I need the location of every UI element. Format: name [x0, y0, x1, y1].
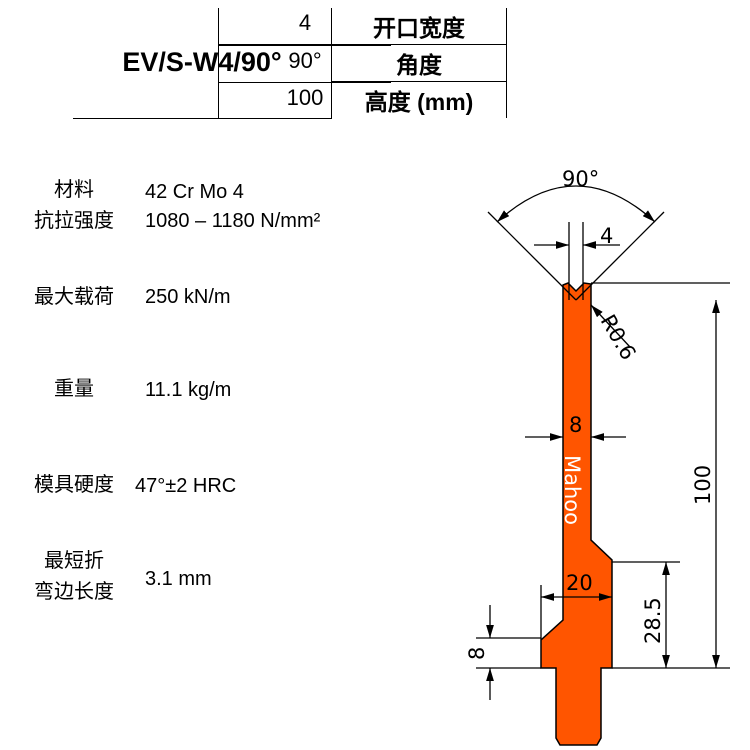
- height-value: 100: [218, 81, 391, 119]
- brand-label: Mahoo: [560, 455, 584, 525]
- hardness-value: 47°±2 HRC: [135, 475, 237, 497]
- hardness-label: 模具硬度: [34, 474, 114, 496]
- min-flange-value: 3.1 mm: [145, 568, 212, 590]
- flange-height-dimension: 8: [465, 647, 489, 660]
- product-title: EV/S-W4/90°: [73, 8, 332, 119]
- radius-dimension: R0.6: [596, 311, 641, 365]
- shoulder-width-dimension: 20: [566, 571, 593, 595]
- min-flange-label-line1: 最短折: [44, 550, 104, 572]
- material-value: 42 Cr Mo 4: [145, 181, 244, 203]
- width-dimension: 8: [569, 413, 582, 437]
- angle-label: 角度: [331, 44, 507, 82]
- max-load-value: 250 kN/m: [145, 286, 231, 308]
- opening-dimension: 4: [600, 224, 613, 248]
- weight-value: 11.1 kg/m: [145, 379, 232, 401]
- spec-table: EV/S-W4/90° 开口宽度 4 角度 90° 高度 (mm) 100: [73, 8, 507, 119]
- min-flange-label-line2: 弯边长度: [34, 581, 114, 603]
- tensile-strength-value: 1080 – 1180 N/mm²: [145, 210, 321, 232]
- material-label: 材料: [54, 179, 94, 201]
- weight-label: 重量: [54, 378, 94, 400]
- tensile-strength-label: 抗拉强度: [34, 210, 114, 232]
- opening-width-label: 开口宽度: [331, 8, 507, 45]
- height-dimension: 100: [691, 465, 715, 505]
- shoulder-height-dimension: 28.5: [641, 597, 665, 644]
- height-label: 高度 (mm): [331, 81, 507, 118]
- max-load-label: 最大载荷: [34, 286, 114, 308]
- angle-dimension: 90°: [562, 167, 599, 191]
